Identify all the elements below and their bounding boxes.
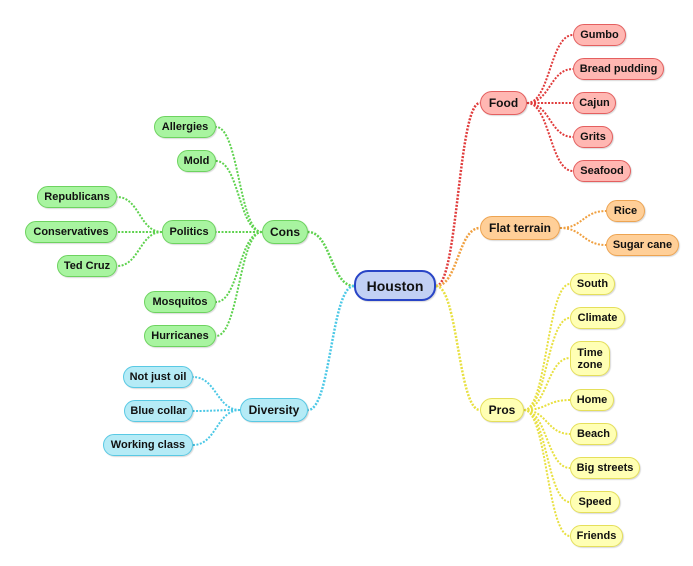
pros-item-climate[interactable]: Climate (570, 307, 625, 329)
connector-line (116, 231, 163, 267)
terrain-item-rice[interactable]: Rice (606, 200, 645, 222)
connector-line (523, 409, 571, 503)
connector-line (215, 231, 263, 303)
connector-line (435, 101, 481, 288)
connector-line (523, 317, 571, 411)
connector-line (526, 68, 574, 104)
pros-item-home[interactable]: Home (570, 389, 614, 411)
connector-line (307, 230, 355, 288)
cons-item-allergies[interactable]: Allergies (154, 116, 216, 138)
connector-line (435, 226, 481, 288)
diversity-item-not-just-oil[interactable]: Not just oil (123, 366, 193, 388)
branch-flat-terrain[interactable]: Flat terrain (480, 216, 560, 240)
connector-line (523, 409, 571, 537)
pros-item-beach[interactable]: Beach (570, 423, 617, 445)
connector-line (559, 210, 607, 229)
connector-line (192, 409, 241, 446)
food-item-seafood[interactable]: Seafood (573, 160, 631, 182)
politics-item-conservatives[interactable]: Conservatives (25, 221, 117, 243)
branch-pros[interactable]: Pros (480, 398, 524, 422)
connector-line (526, 34, 574, 104)
pros-item-speed[interactable]: Speed (570, 491, 620, 513)
connector-line (215, 126, 263, 233)
pros-item-big-streets[interactable]: Big streets (570, 457, 640, 479)
cons-item-mosquitos[interactable]: Mosquitos (144, 291, 216, 313)
connector-line (435, 284, 481, 412)
politics-item-republicans[interactable]: Republicans (37, 186, 117, 208)
food-item-bread-pudding[interactable]: Bread pudding (573, 58, 664, 80)
pros-item-time-zone[interactable]: Time zone (570, 341, 610, 376)
cons-item-politics[interactable]: Politics (162, 220, 216, 244)
pros-item-friends[interactable]: Friends (570, 525, 623, 547)
connector-line (215, 160, 263, 233)
connector-line (523, 409, 571, 469)
branch-diversity[interactable]: Diversity (240, 398, 308, 422)
politics-item-ted-cruz[interactable]: Ted Cruz (57, 255, 117, 277)
connector-line (307, 284, 355, 412)
terrain-item-sugar-cane[interactable]: Sugar cane (606, 234, 679, 256)
food-item-grits[interactable]: Grits (573, 126, 613, 148)
connector-line (526, 102, 574, 172)
connector-line (526, 102, 574, 138)
root-node-houston[interactable]: Houston (354, 270, 436, 301)
branch-cons[interactable]: Cons (262, 220, 308, 244)
connector-line (215, 231, 263, 337)
food-item-cajun[interactable]: Cajun (573, 92, 616, 114)
connector-line (523, 283, 571, 411)
connector-line (559, 227, 607, 246)
branch-food[interactable]: Food (480, 91, 527, 115)
pros-item-south[interactable]: South (570, 273, 615, 295)
diversity-item-blue-collar[interactable]: Blue collar (124, 400, 193, 422)
cons-item-hurricanes[interactable]: Hurricanes (144, 325, 216, 347)
diversity-item-working-class[interactable]: Working class (103, 434, 193, 456)
cons-item-mold[interactable]: Mold (177, 150, 216, 172)
food-item-gumbo[interactable]: Gumbo (573, 24, 626, 46)
connector-line (116, 196, 163, 233)
connector-line (523, 357, 571, 411)
connector-line (192, 376, 241, 411)
